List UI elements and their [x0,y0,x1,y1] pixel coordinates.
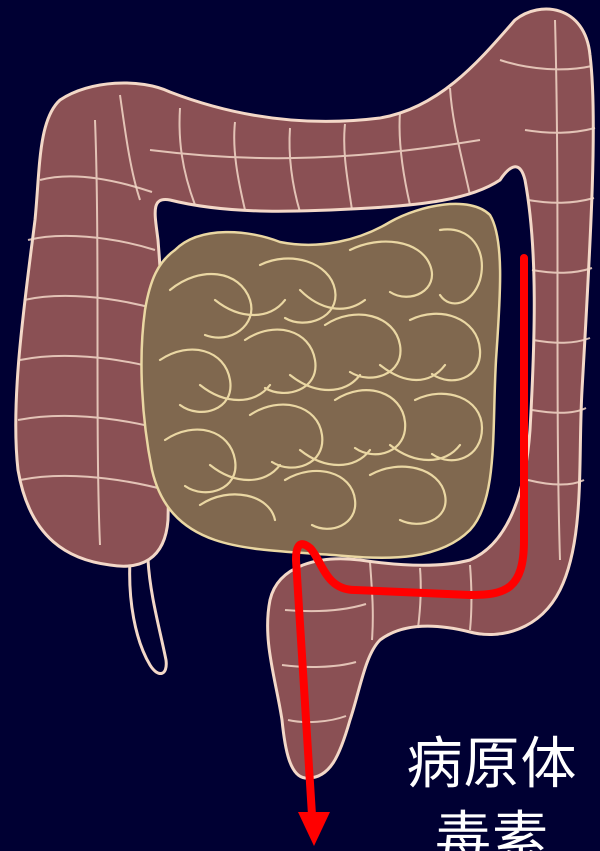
label-pathogen: 病原体 [392,728,592,802]
appendix [130,560,167,674]
caption: 病原体 毒素 [392,728,592,851]
label-toxin: 毒素 [392,802,592,851]
pathway-arrowhead [298,812,330,846]
small-intestine [141,204,500,558]
